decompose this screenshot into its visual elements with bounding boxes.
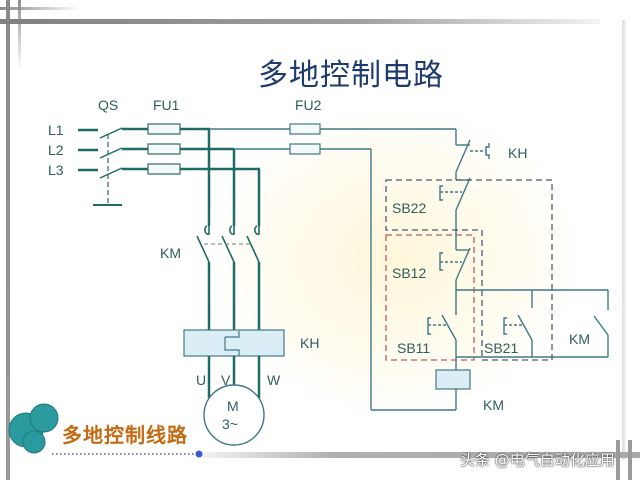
label-l1: L1 <box>48 122 64 138</box>
motor-circle <box>203 384 265 446</box>
km-to-kh-wires <box>207 262 261 330</box>
fu1-fuses <box>147 123 181 175</box>
main-three-phase-wires <box>122 127 261 226</box>
power-input-stubs <box>78 128 98 172</box>
label-km-coil: KM <box>483 397 504 413</box>
dashed-box-sb22-sb21 <box>385 179 553 361</box>
label-v: V <box>221 372 231 388</box>
label-sb12: SB12 <box>392 265 427 281</box>
label-sb21: SB21 <box>484 340 519 356</box>
label-motor-m: M <box>227 398 239 414</box>
km-coil <box>435 369 471 390</box>
frame-bar-top <box>0 19 600 24</box>
label-fu1: FU1 <box>153 97 180 113</box>
frame-bar-left <box>6 0 10 480</box>
control-wires <box>209 128 609 411</box>
label-w: W <box>267 372 281 388</box>
label-km-main: KM <box>160 245 181 261</box>
label-l3: L3 <box>48 162 64 178</box>
footer-section-title: 多地控制线路 <box>62 423 188 447</box>
gear-logo-icon <box>8 403 59 454</box>
fu2-fuses <box>289 123 321 155</box>
kh-thermal-relay <box>183 329 285 357</box>
km-main-contacts <box>196 225 260 263</box>
kh-to-motor-wires <box>207 356 261 398</box>
label-motor-phase: 3~ <box>222 416 238 432</box>
frame-bar-bottom <box>200 452 640 458</box>
label-km-aux: KM <box>569 331 590 347</box>
frame-bar-right <box>622 20 626 460</box>
page-title: 多地控制电路 <box>258 58 444 93</box>
watermark: 头条 @电气自动化应用 <box>460 451 615 469</box>
label-sb11: SB11 <box>397 340 431 356</box>
label-kh-main: KH <box>300 335 320 351</box>
footer-dot <box>195 450 203 458</box>
dashed-box-sb12-sb11 <box>385 234 475 361</box>
frame-bar-left-inner <box>18 0 21 70</box>
frame-bar-bottom-right-1 <box>616 440 620 480</box>
qs-switch <box>93 127 123 206</box>
label-u: U <box>196 372 207 388</box>
label-qs: QS <box>98 97 119 113</box>
frame-bar-bottom-right-2 <box>628 440 632 480</box>
label-l2: L2 <box>48 142 64 158</box>
frame-bar-top-short <box>0 7 80 10</box>
label-fu2: FU2 <box>295 97 322 113</box>
label-kh-contact: KH <box>508 145 528 161</box>
label-sb22: SB22 <box>392 200 427 216</box>
